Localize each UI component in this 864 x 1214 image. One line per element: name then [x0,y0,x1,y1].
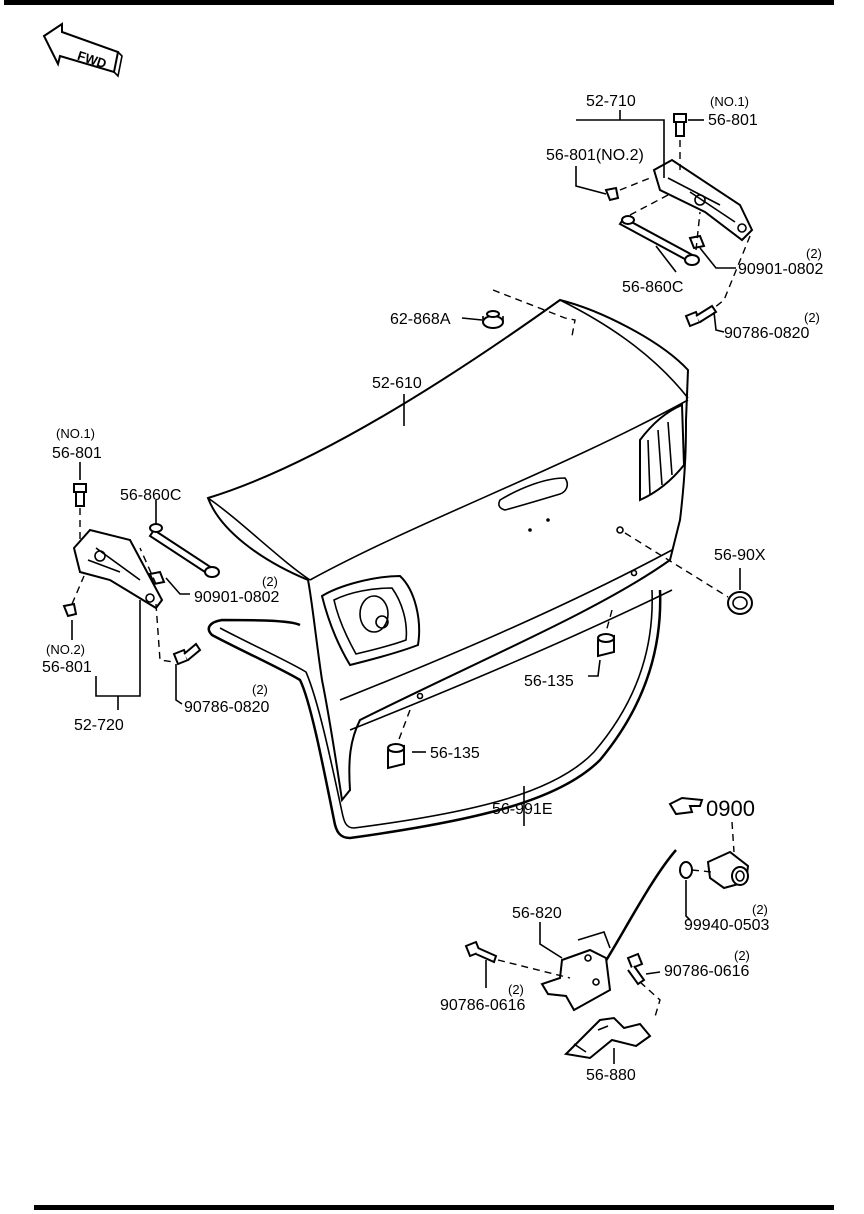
bottom-border [34,1205,834,1210]
hinge-left [72,528,164,610]
label-latch: 56-820 [512,905,562,922]
nut-left [148,570,166,586]
pointing-hand-icon [668,796,704,816]
latch-bolt-left [464,940,498,964]
label-bolt-right-qty: (2) [804,310,820,325]
bolt-no2-left [62,602,78,618]
label-nut-right: 90901-0802 [738,261,824,278]
label-weatherstrip: 56-991E [492,801,553,818]
striker [563,1016,652,1060]
bolt-no1-right [673,113,687,137]
label-hinge-left: 52-720 [74,717,124,734]
trunk-lid [206,298,690,803]
bolt-no2-right [604,186,620,202]
fwd-arrow-icon: FWD [42,22,123,78]
label-damper-right: 56-860C [622,279,683,296]
label-bolt-no2-right: 56-801(NO.2) [546,147,644,164]
bumper-right [597,633,615,658]
bumper-left [387,743,405,770]
top-border [4,0,834,5]
hinge-right [652,158,754,242]
label-latch-bolt-right: 90786-0616 [664,963,750,980]
latch [540,931,612,1012]
label-bolt-no2-left: 56-801 [42,659,92,676]
label-latch-bolt-right-qty: (2) [734,948,750,963]
damper-left [148,523,220,578]
bolt-left [172,642,202,666]
label-bolt-right: 90786-0820 [724,325,810,342]
label-bumper-right: 56-135 [524,673,574,690]
label-bolt-left: 90786-0820 [184,699,270,716]
label-bolt-no1-left-tag: (NO.1) [56,426,95,441]
label-bumper-left: 56-135 [430,745,480,762]
label-nut-left-qty: (2) [262,574,278,589]
label-hinge-right: 52-710 [586,93,636,110]
weatherstrip [207,589,662,840]
label-bolt-no2-left-tag: (NO.2) [46,642,85,657]
bolt-no1-left [73,483,87,507]
label-bolt-no1-left: 56-801 [52,445,102,462]
label-nut-left: 90901-0802 [194,589,280,606]
label-grommet: 62-868A [390,311,451,328]
plug [727,591,753,615]
label-bolt-no1-right: 56-801 [708,112,758,129]
bolt-right [684,304,718,328]
label-latch-bolt-left-qty: (2) [508,982,524,997]
label-striker: 56-880 [586,1067,636,1084]
latch-bolt-right [626,952,646,986]
label-reference: 0900 [706,796,755,821]
label-trunk-lid: 52-610 [372,375,422,392]
grommet [482,310,504,329]
label-damper-left: 56-860C [120,487,181,504]
label-plug: 56-90X [714,547,766,564]
label-latch-bolt-left: 90786-0616 [440,997,526,1014]
nut-right [688,234,706,250]
label-lock-nut: 99940-0503 [684,917,770,934]
label-nut-right-qty: (2) [806,246,822,261]
label-bolt-no1-right-tag: (NO.1) [710,94,749,109]
label-bolt-left-qty: (2) [252,682,268,697]
damper-right [618,215,700,266]
lock-cylinder [706,850,750,890]
lock-nut [679,861,693,879]
label-lock-nut-qty: (2) [752,902,768,917]
